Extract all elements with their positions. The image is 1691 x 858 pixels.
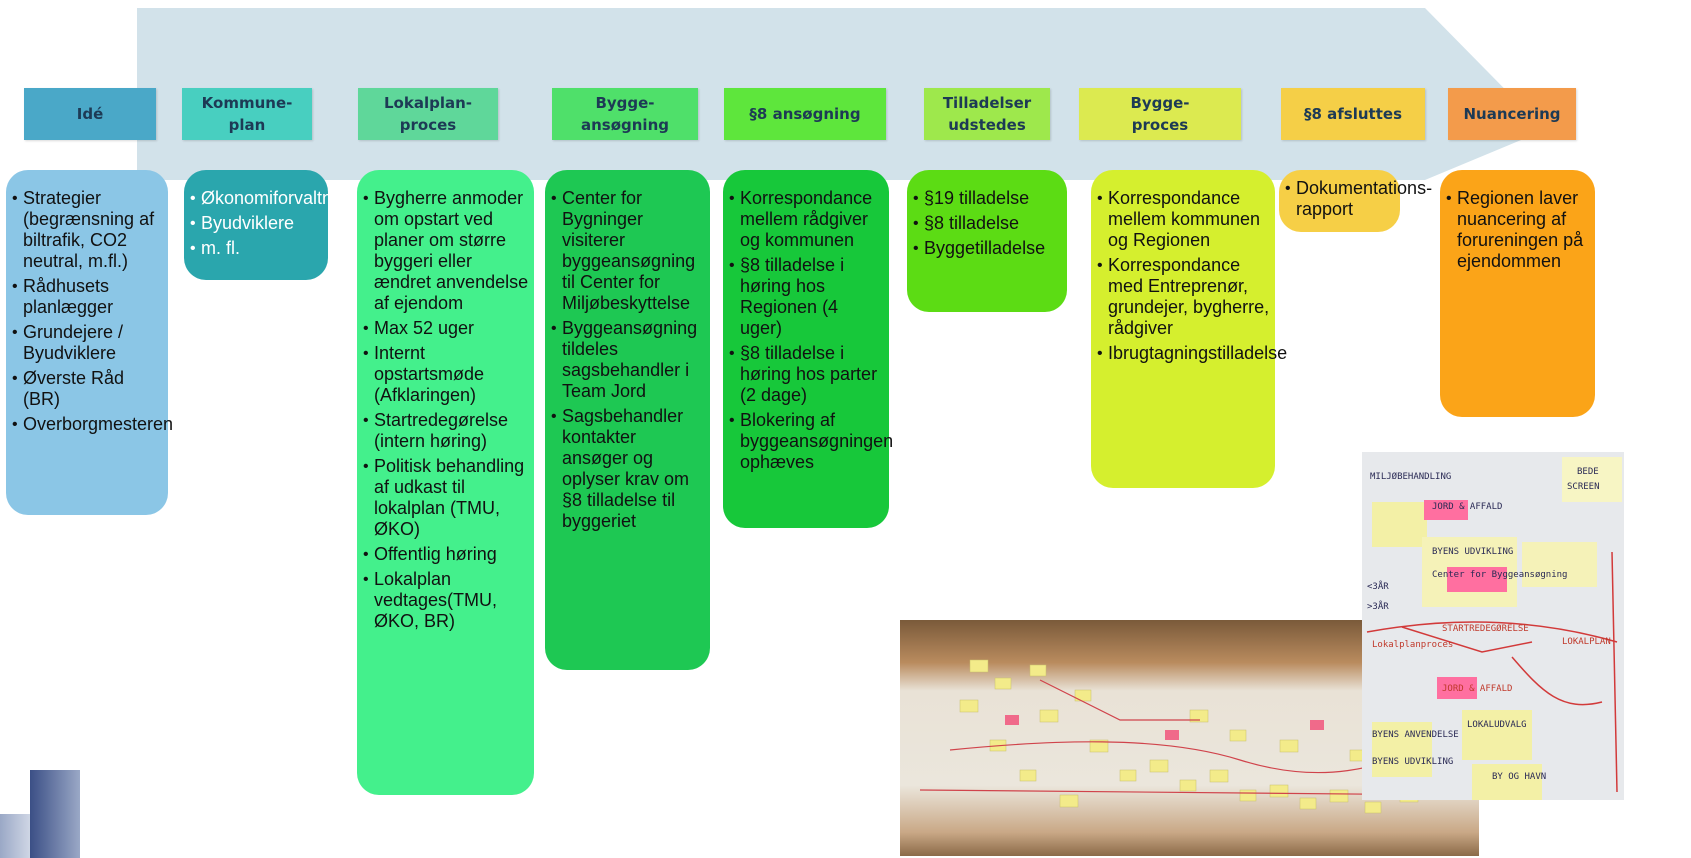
bullet-item: Dokumentations-rapport xyxy=(1285,178,1432,220)
sticky-note xyxy=(1447,567,1507,592)
handwritten-note: BYENS ANVENDELSE xyxy=(1372,730,1459,740)
stage-nuancering: Nuancering xyxy=(1448,88,1576,140)
bullet-item: Økonomiforvaltningen xyxy=(190,188,376,209)
bullet-item: Bygherre anmoder om opstart ved planer o… xyxy=(363,188,530,314)
panel-lokalplanproces: Bygherre anmoder om opstart ved planer o… xyxy=(357,170,534,795)
stage-byggeproces: Bygge- proces xyxy=(1079,88,1241,140)
stage-label: Idé xyxy=(76,104,104,123)
handwritten-note: BY OG HAVN xyxy=(1492,772,1547,782)
bullet-item: Korrespondance mellem kommunen og Region… xyxy=(1097,188,1271,251)
stage-byggeansoegning: Bygge- ansøgning xyxy=(552,88,698,140)
handwritten-note: Center for Byggeansøgning xyxy=(1432,570,1568,580)
sticky-note xyxy=(1472,764,1542,800)
bullet-item: §8 tilladelse xyxy=(913,213,1063,234)
bullet-item: Strategier (begrænsning af biltrafik, CO… xyxy=(12,188,164,272)
bullet-item: m. fl. xyxy=(190,238,324,259)
handwritten-note: BYENS UDVIKLING xyxy=(1432,547,1514,557)
bullet-item: Grundejere / Byudviklere xyxy=(12,322,164,364)
stage-label: Tilladelser udstedes xyxy=(942,93,1032,135)
panel-tilladelser-udstedes: §19 tilladelse §8 tilladelseByggetilladel… xyxy=(907,170,1067,312)
bullet-item: Center for Bygninger visiterer byggeansø… xyxy=(551,188,706,314)
sticky-note xyxy=(1562,457,1622,502)
handwritten-note: LOKALPLAN xyxy=(1562,637,1611,647)
bullet-item: Ibrugtagningstilladelse xyxy=(1097,343,1287,364)
bullet-item: §19 tilladelse xyxy=(913,188,1063,209)
bullet-item: Korrespondance med Entreprenør, grundeje… xyxy=(1097,255,1271,339)
stage-label: Bygge- ansøgning xyxy=(580,93,669,135)
sticky-note xyxy=(1372,722,1432,777)
bullet-item: Blokering af byggeansøgningen ophæves xyxy=(729,410,893,473)
bullet-item: Offentlig høring xyxy=(363,544,530,565)
sticky-note xyxy=(1424,500,1468,520)
panel-byggeansoegning: Center for Bygninger visiterer byggeansø… xyxy=(545,170,710,670)
handwritten-note: >3ÅR xyxy=(1367,602,1389,612)
handwritten-note: <3ÅR xyxy=(1367,582,1389,592)
handwritten-note: Lokalplanproces xyxy=(1372,640,1454,650)
panel-nuancering: Regionen laver nuancering af forureninge… xyxy=(1440,170,1595,417)
bullet-item: Internt opstartsmøde (Afklaringen) xyxy=(363,343,530,406)
bullet-item: Korrespondance mellem rådgiver og kommun… xyxy=(729,188,885,251)
bullet-item: §8 tilladelse i høring hos parter (2 dag… xyxy=(729,343,885,406)
bullet-item: Max 52 uger xyxy=(363,318,530,339)
stage-label: §8 ansøgning xyxy=(749,104,861,123)
handwritten-note: LOKALUDVALG xyxy=(1467,720,1527,730)
bullet-item: Byudviklere xyxy=(190,213,324,234)
panel-ide: Strategier (begrænsning af biltrafik, CO… xyxy=(6,170,173,515)
panel-kommuneplan: ØkonomiforvaltningenByudviklere m. fl. xyxy=(184,170,376,280)
bullet-item: Byggetilladelse xyxy=(913,238,1063,259)
bullet-item: Regionen laver nuancering af forureninge… xyxy=(1446,188,1591,272)
workshop-wall-notes xyxy=(919,659,1461,814)
stage-paragraf8-ansoegning: §8 ansøgning xyxy=(724,88,886,140)
stage-label: Bygge- proces xyxy=(1130,93,1190,135)
stage-lokalplanproces: Lokalplan- proces xyxy=(358,88,498,140)
stage-label: Lokalplan- proces xyxy=(383,93,472,135)
notes-closeup-photo: MILJØBEHANDLING JORD & AFFALD BYENS UDVIKL… xyxy=(1362,452,1624,800)
bullet-item: Rådhusets planlægger xyxy=(12,276,164,318)
bullet-item: Overborgmesteren xyxy=(12,414,173,435)
bullet-item: §8 tilladelse i høring hos Regionen (4 u… xyxy=(729,255,885,339)
sticky-note xyxy=(1462,710,1532,760)
stage-label: Kommune- plan xyxy=(201,93,293,135)
handwritten-note: SCREEN xyxy=(1567,482,1600,492)
sticky-note xyxy=(1437,677,1477,699)
stage-paragraf8-afsluttes: §8 afsluttes xyxy=(1281,88,1425,140)
handwritten-note: JORD & AFFALD xyxy=(1442,684,1513,694)
handwritten-note: STARTREDEGØRELSE xyxy=(1442,624,1529,634)
bullet-item: Øverste Råd (BR) xyxy=(12,368,164,410)
red-marker-lines xyxy=(1366,551,1618,793)
bullet-item: Startredegørelse (intern høring) xyxy=(363,410,530,452)
stage-ide: Idé xyxy=(24,88,156,140)
sticky-note xyxy=(1372,502,1427,547)
stage-tilladelser-udstedes: Tilladelser udstedes xyxy=(924,88,1050,140)
stage-label: §8 afsluttes xyxy=(1304,104,1402,123)
bullet-item: Lokalplan vedtages(TMU, ØKO, BR) xyxy=(363,569,530,632)
panel-paragraf8-ansoegning: Korrespondance mellem rådgiver og kommun… xyxy=(723,170,893,528)
bullet-item: Sagsbehandler kontakter ansøger og oplys… xyxy=(551,406,706,532)
panel-byggeproces: Korrespondance mellem kommunen og Region… xyxy=(1091,170,1287,488)
bullet-item: Politisk behandling af udkast til lokalp… xyxy=(363,456,530,540)
stage-label: Nuancering xyxy=(1463,104,1561,123)
handwritten-note: BEDE xyxy=(1577,467,1599,477)
sticky-note xyxy=(1522,542,1597,587)
panel-paragraf8-afsluttes: Dokumentations-rapport xyxy=(1279,170,1432,232)
bullet-item: Byggeansøgning tildeles sagsbehandler i … xyxy=(551,318,706,402)
handwritten-note: JORD & AFFALD xyxy=(1432,502,1503,512)
handwritten-note: MILJØBEHANDLING xyxy=(1370,472,1452,482)
stage-kommuneplan: Kommune- plan xyxy=(182,88,312,140)
handwritten-note: BYENS UDVIKLING xyxy=(1372,757,1454,767)
logo-graphic xyxy=(0,770,80,858)
